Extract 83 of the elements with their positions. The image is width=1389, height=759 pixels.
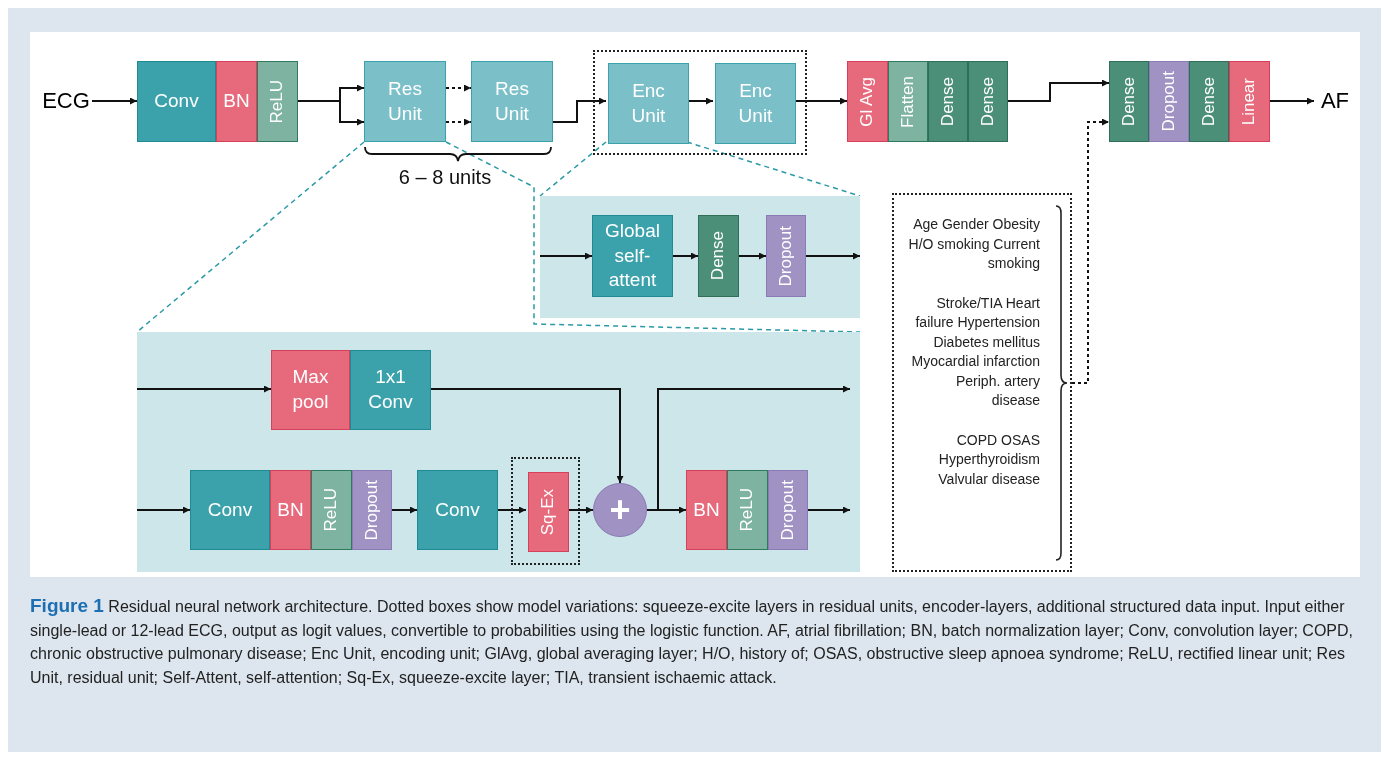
- arrow: [136, 385, 272, 393]
- layer-label: Dropout: [1157, 71, 1179, 132]
- layer-block: [352, 470, 392, 550]
- layer-block: [768, 470, 808, 550]
- guide-line: [136, 141, 365, 333]
- layer-block: Enc Unit: [608, 63, 689, 144]
- layer-block: BN: [216, 61, 257, 142]
- brace-label: 6 – 8 units: [397, 166, 493, 190]
- layer-label: Flatten: [896, 75, 918, 128]
- layer-block: BN: [686, 470, 727, 550]
- arrow: [738, 252, 767, 260]
- arrow: [445, 84, 472, 92]
- arrow: [391, 506, 418, 514]
- layer-label: Dense: [976, 76, 998, 127]
- dotted-frame: [511, 457, 580, 565]
- layer-label: Dense: [1117, 76, 1139, 127]
- layer-block: [311, 470, 352, 550]
- layer-block: [528, 472, 569, 552]
- arrow: [539, 252, 593, 260]
- layer-label: Dropout: [360, 479, 382, 541]
- layer-block: Res Unit: [471, 61, 553, 142]
- arrow: [136, 506, 191, 514]
- input-label: ECG: [40, 88, 92, 114]
- arrow: [807, 506, 851, 514]
- layer-block: Conv: [190, 470, 270, 550]
- layer-block: [1109, 61, 1149, 142]
- layer-block: [968, 61, 1008, 142]
- layer-label: Dropout: [776, 479, 798, 541]
- layer-label: ReLU: [736, 488, 758, 532]
- detail-panel: [540, 196, 860, 318]
- data-input-box: [892, 193, 1072, 572]
- arrow: [1007, 79, 1110, 102]
- layer-block: [1229, 61, 1270, 142]
- layer-label: Dense: [936, 76, 958, 127]
- arrow: [445, 118, 472, 126]
- dotted-frame: [593, 50, 807, 155]
- layer-block: Res Unit: [364, 61, 446, 142]
- arrow: [1269, 97, 1315, 105]
- arrow: [805, 252, 861, 260]
- arrow: [430, 388, 624, 484]
- arrow: [646, 385, 851, 511]
- layer-block: [888, 61, 928, 142]
- layer-label: Gl Avg: [856, 76, 878, 127]
- arrow: [686, 97, 714, 105]
- arrow: [1071, 118, 1110, 384]
- sum-circle: +: [593, 483, 647, 537]
- layer-label: Dense: [1197, 76, 1219, 127]
- layer-block: [1189, 61, 1229, 142]
- arrow: [297, 100, 365, 126]
- guide-line: [445, 141, 861, 333]
- layer-block: Global self-attent: [592, 215, 673, 297]
- detail-panel: [137, 332, 860, 572]
- layer-block: Conv: [417, 470, 498, 550]
- risk-factor-list: COPD OSAS Hyperthyroidism Valvular disease: [904, 430, 1040, 489]
- layer-label: Sq-Ex: [537, 488, 559, 536]
- layer-label: Dropout: [774, 225, 796, 287]
- output-label: AF: [1314, 88, 1356, 114]
- layer-label: Dense: [707, 231, 729, 281]
- layer-block: BN: [270, 470, 311, 550]
- layer-label: ReLU: [320, 488, 342, 532]
- arrow: [672, 252, 699, 260]
- layer-label: ReLU: [266, 79, 288, 124]
- layer-block: [257, 61, 298, 142]
- layer-block: [698, 215, 739, 297]
- arrow: [566, 506, 594, 514]
- figure-caption: Figure 1 Residual neural network architecture. Dotted boxes show model variations: squeeze-excite layers in residual units, encoder-layers, additional structured data input. Input either single-lead or 12-lead ECG, output as logit values, convertible to probabilities using the logistic function. AF, atrial fibrillation; BN, batch normalization layer; Conv, convolution layer; COPD, chronic obstructive pulmonary disease; Enc Unit, encoding unit; GlAvg, global averaging layer; H/O, history of; OSAS, obstructive sleep apnoea syndrome; ReLU, rectified linear unit; Res Unit, residual unit; Self-Attent, self-attention; Sq-Ex, squeeze-excite layer; TIA, transient ischaemic attack.: [30, 594, 1355, 688]
- layer-block: [1149, 61, 1189, 142]
- arrow: [91, 97, 138, 105]
- layer-block: Conv: [137, 61, 216, 142]
- layer-label: Linear: [1238, 77, 1260, 126]
- risk-factor-list: Stroke/TIA Heart failure Hypertension Diabetes mellitus Myocardial infarction Periph. artery disease: [904, 293, 1040, 411]
- layer-block: [766, 215, 806, 297]
- layer-block: [928, 61, 968, 142]
- risk-factor-list: Age Gender Obesity H/O smoking Current smoking: [904, 215, 1040, 274]
- arrow: [793, 97, 848, 105]
- layer-block: 1x1 Conv: [350, 350, 431, 430]
- arrow: [552, 97, 607, 123]
- guide-line: [539, 141, 607, 197]
- layer-block: Enc Unit: [715, 63, 796, 144]
- layer-block: [727, 470, 768, 550]
- layer-block: Max pool: [271, 350, 350, 430]
- layer-block: [847, 61, 888, 142]
- arrow: [497, 506, 527, 514]
